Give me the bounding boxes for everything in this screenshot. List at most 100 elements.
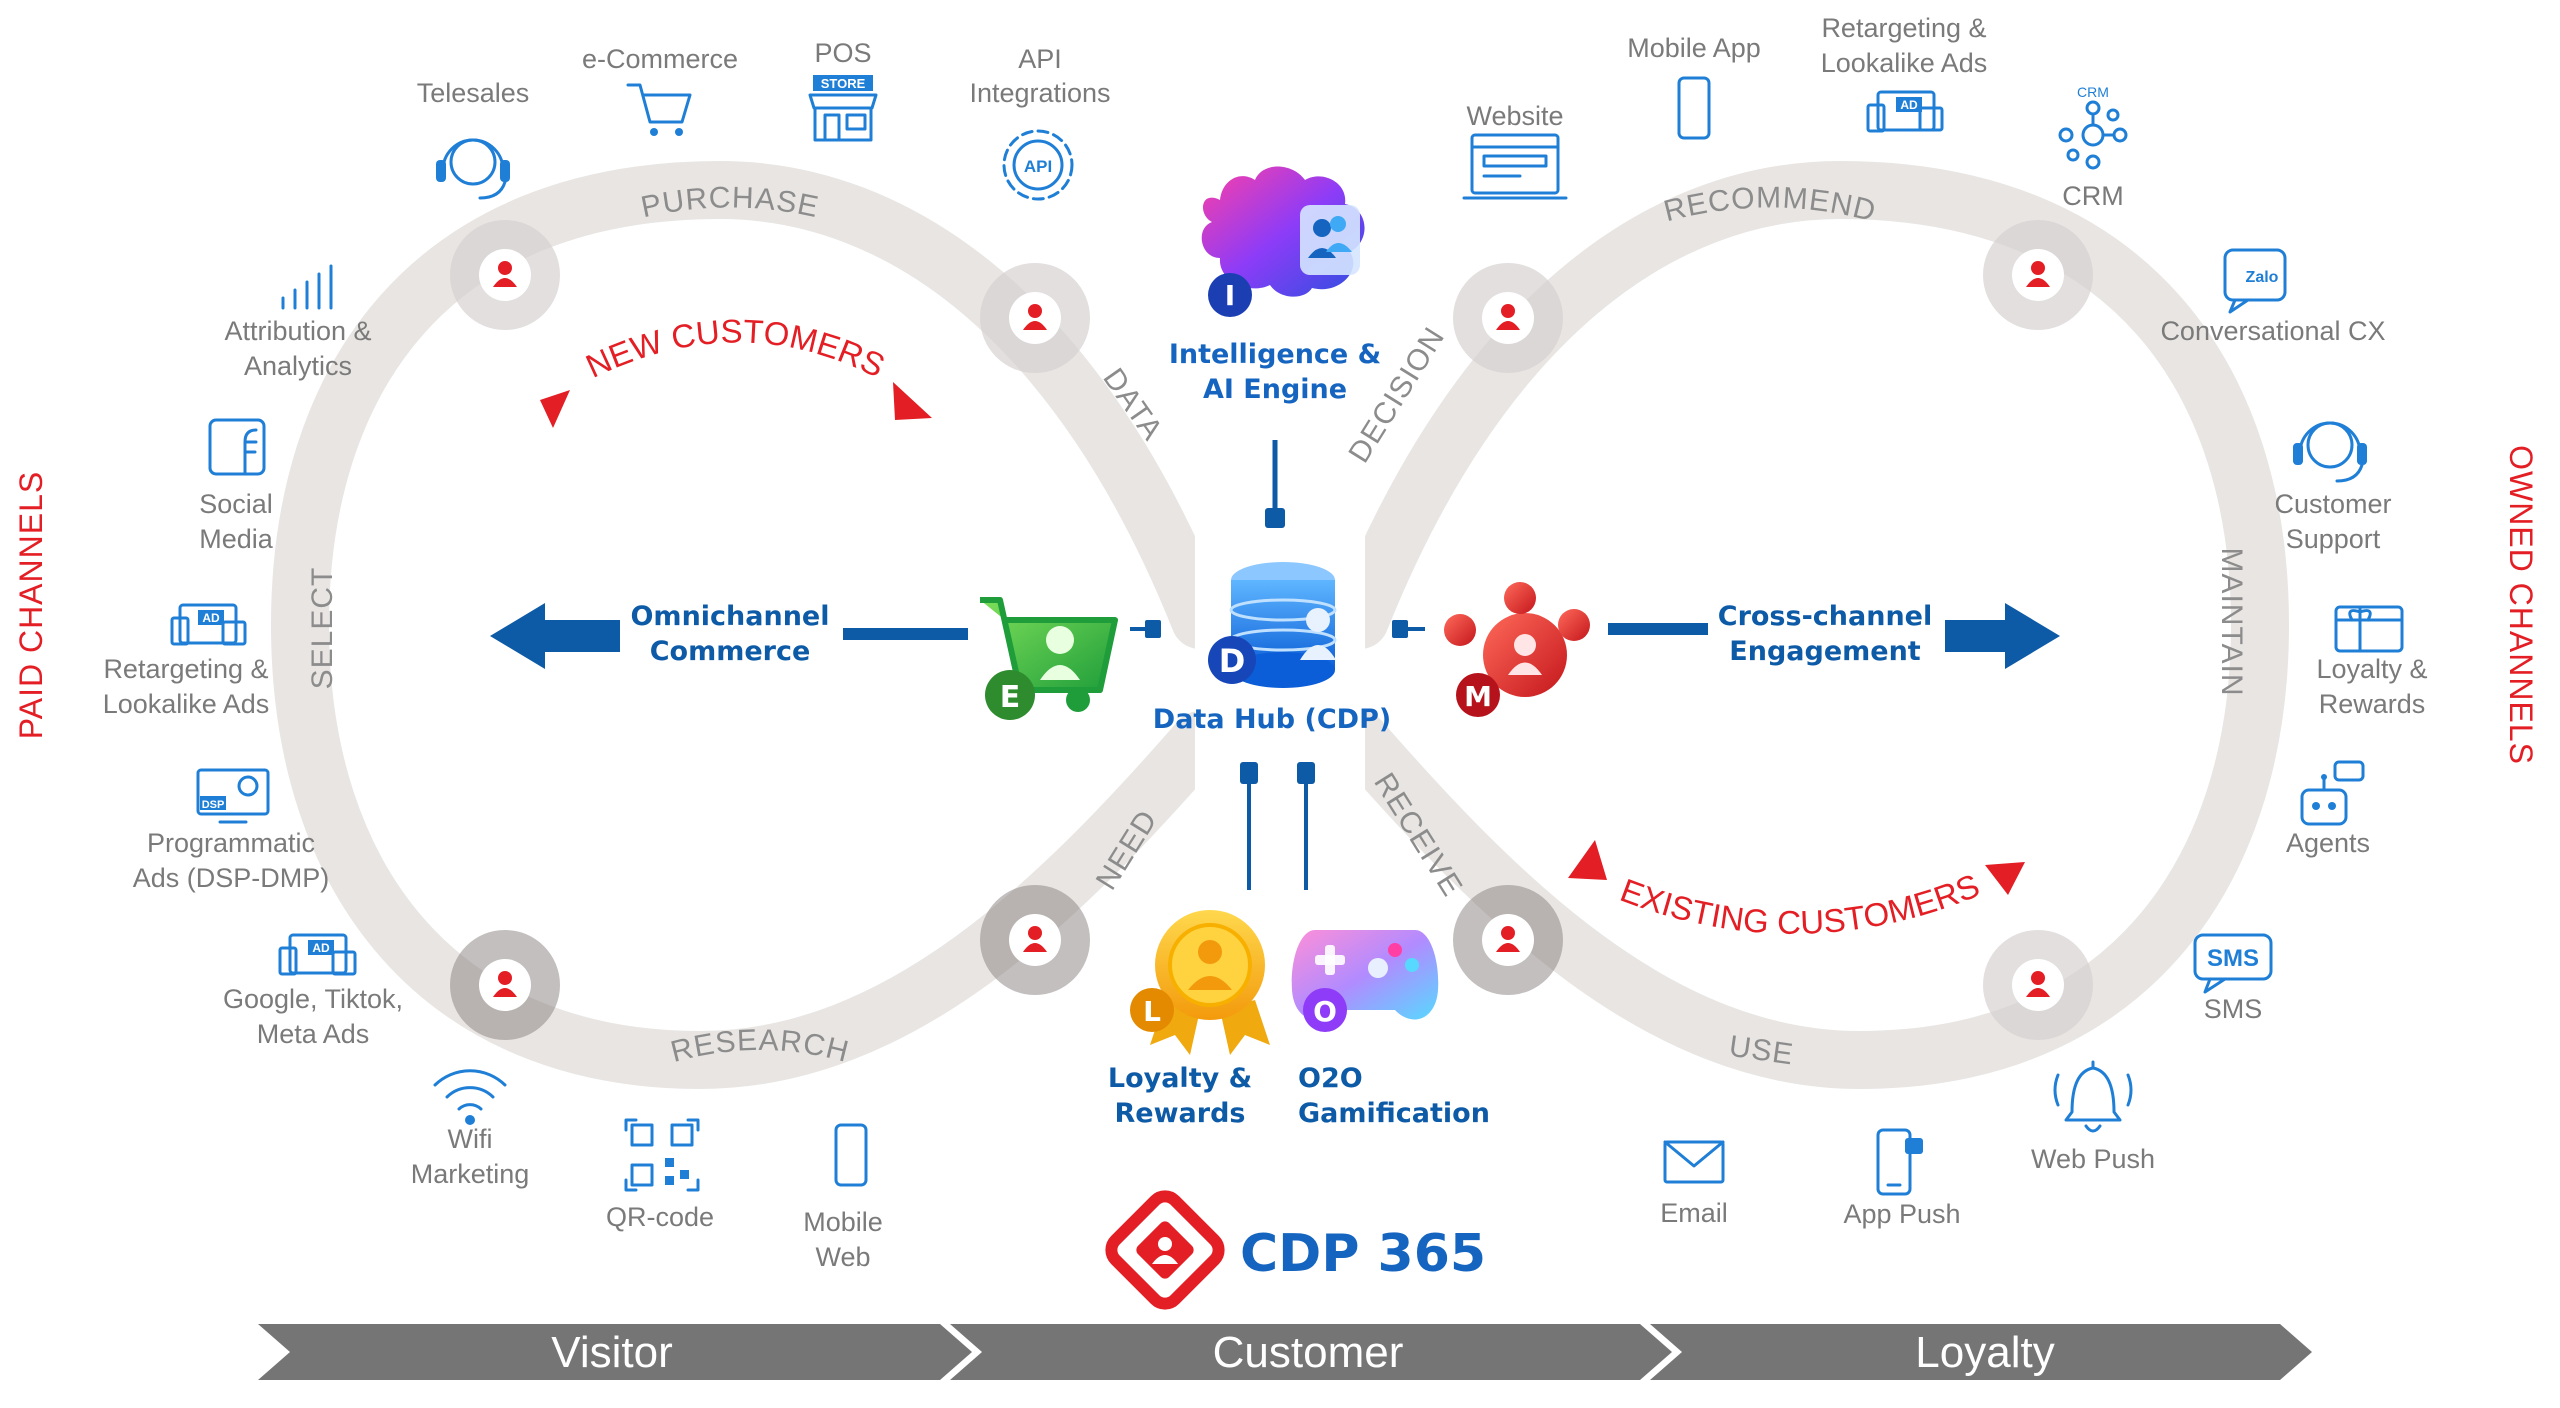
- channel-social: Social Media: [199, 418, 274, 554]
- svg-text:Retargeting &: Retargeting &: [1821, 13, 1986, 43]
- svg-text:Attribution &: Attribution &: [224, 316, 371, 346]
- channel-crm: CRM CRM: [2058, 84, 2128, 211]
- journey-step-loyalty: [1650, 1324, 2312, 1380]
- omnichannel-commerce: Omnichannel Commerce E: [490, 597, 1161, 720]
- new-left-triangle-icon: [540, 390, 570, 428]
- svg-text:O: O: [1313, 995, 1337, 1028]
- svg-text:Rewards: Rewards: [2319, 689, 2426, 719]
- channel-pos: POS STORE: [808, 38, 878, 142]
- channel-retargeting-paid: AD Retargeting & Lookalike Ads: [103, 603, 269, 719]
- channel-app-push: App Push: [1843, 1128, 1961, 1229]
- svg-text:AD: AD: [312, 941, 330, 955]
- svg-text:Web: Web: [815, 1242, 870, 1272]
- bar-chart-icon: [281, 264, 333, 310]
- svg-text:Zalo: Zalo: [2246, 269, 2279, 286]
- cross-channel-label-line2: Engagement: [1729, 636, 1921, 667]
- stage-select: SELECT: [306, 567, 339, 690]
- svg-text:Ads (DSP-DMP): Ads (DSP-DMP): [133, 863, 330, 893]
- plug-icon: [1265, 508, 1285, 528]
- omnichannel-label-line1: Omnichannel: [630, 601, 829, 632]
- channel-website: Website: [1462, 101, 1568, 200]
- svg-text:Telesales: Telesales: [417, 78, 530, 108]
- node-need: [980, 885, 1090, 995]
- svg-text:Mobile: Mobile: [803, 1207, 883, 1237]
- store-icon: STORE: [808, 75, 878, 142]
- svg-text:Wifi: Wifi: [448, 1124, 493, 1154]
- svg-text:Media: Media: [199, 524, 274, 554]
- headset-icon: [2293, 421, 2367, 483]
- channel-loyalty-owned: Loyalty & Rewards: [2316, 605, 2428, 719]
- svg-text:L: L: [1143, 995, 1161, 1028]
- brand-name: CDP 365: [1240, 1224, 1486, 1284]
- gamepad-icon: O: [1291, 930, 1439, 1032]
- svg-text:D: D: [1219, 642, 1246, 680]
- loyalty-label-line1: Loyalty &: [1108, 1063, 1252, 1094]
- svg-text:STORE: STORE: [821, 76, 866, 91]
- facebook-icon: [208, 418, 266, 476]
- svg-text:Agents: Agents: [2286, 828, 2370, 858]
- svg-text:SMS: SMS: [2204, 994, 2263, 1024]
- existing-customers-label: EXISTING CUSTOMERS: [1568, 840, 2025, 941]
- svg-text:M: M: [1464, 680, 1492, 713]
- node-research: [450, 930, 560, 1040]
- node-data: [980, 263, 1090, 373]
- o2o-gamification: O O2O Gamification: [1291, 762, 1490, 1129]
- arrow-right-icon: [1945, 603, 2060, 669]
- channel-web-push: Web Push: [2031, 1060, 2155, 1174]
- loyalty-rewards: L Loyalty & Rewards: [1108, 762, 1270, 1129]
- channel-attribution: Attribution & Analytics: [224, 264, 372, 381]
- database-icon: D: [1208, 562, 1337, 688]
- journey-step-customer: [950, 1324, 1672, 1380]
- messaging-hub-icon: M: [1444, 582, 1590, 717]
- channel-api: API Integrations API: [969, 44, 1111, 201]
- mobile-phone-icon: [1677, 76, 1711, 140]
- channel-sms: SMS SMS: [2193, 933, 2273, 1024]
- ad-devices-icon: AD: [1866, 90, 1944, 133]
- journey-customer-label: Customer: [1213, 1328, 1404, 1377]
- journey-visitor-label: Visitor: [551, 1328, 672, 1377]
- svg-text:Integrations: Integrations: [969, 78, 1110, 108]
- svg-text:SMS: SMS: [2207, 945, 2259, 972]
- crm-badge: CRM: [2077, 84, 2109, 100]
- new-right-triangle-icon: [893, 382, 932, 420]
- owned-channels-label: OWNED CHANNELS: [2503, 445, 2539, 765]
- intelligence-engine: I Intelligence & AI Engine: [1169, 166, 1381, 528]
- connector-bar: [843, 628, 968, 640]
- svg-text:Conversational CX: Conversational CX: [2160, 316, 2385, 346]
- node-purchase: [450, 220, 560, 330]
- svg-text:App Push: App Push: [1843, 1199, 1960, 1229]
- new-customers-label: NEW CUSTOMERS: [540, 312, 932, 428]
- svg-text:DSP: DSP: [202, 799, 225, 811]
- svg-text:Website: Website: [1466, 101, 1563, 131]
- svg-text:Marketing: Marketing: [411, 1159, 530, 1189]
- ad-devices-icon: AD: [170, 603, 247, 646]
- svg-text:AD: AD: [1900, 98, 1918, 112]
- plug-icon: [1145, 620, 1161, 638]
- channel-customer-support: Customer Support: [2274, 421, 2392, 554]
- channel-wifi: Wifi Marketing: [411, 1069, 530, 1189]
- channel-retargeting-owned: Retargeting & Lookalike Ads AD: [1821, 13, 1987, 133]
- wifi-icon: [433, 1069, 507, 1125]
- browser-icon: [1462, 133, 1568, 200]
- svg-text:Meta Ads: Meta Ads: [257, 1019, 370, 1049]
- existing-left-triangle-icon: [1568, 840, 1607, 880]
- data-hub: D Data Hub (CDP): [1153, 562, 1391, 735]
- svg-text:Mobile App: Mobile App: [1627, 33, 1761, 63]
- cross-channel-engagement: M Cross-channel Engagement: [1392, 582, 2060, 717]
- cart-outline-icon: [626, 83, 692, 136]
- svg-text:Customer: Customer: [2274, 489, 2391, 519]
- omnichannel-label-line2: Commerce: [650, 636, 811, 667]
- channel-telesales: Telesales: [417, 78, 530, 200]
- o2o-label-line1: O2O: [1298, 1063, 1363, 1094]
- svg-text:e-Commerce: e-Commerce: [582, 44, 738, 74]
- svg-text:Support: Support: [2286, 524, 2381, 554]
- medal-icon: L: [1130, 910, 1270, 1055]
- svg-text:Web Push: Web Push: [2031, 1144, 2155, 1174]
- mobile-phone-icon: [834, 1123, 868, 1187]
- journey-bar: Visitor Customer Loyalty: [258, 1324, 2312, 1380]
- qr-code-icon: [624, 1118, 700, 1192]
- stage-maintain: MAINTAIN: [2215, 547, 2248, 696]
- o2o-label-line2: Gamification: [1298, 1098, 1490, 1129]
